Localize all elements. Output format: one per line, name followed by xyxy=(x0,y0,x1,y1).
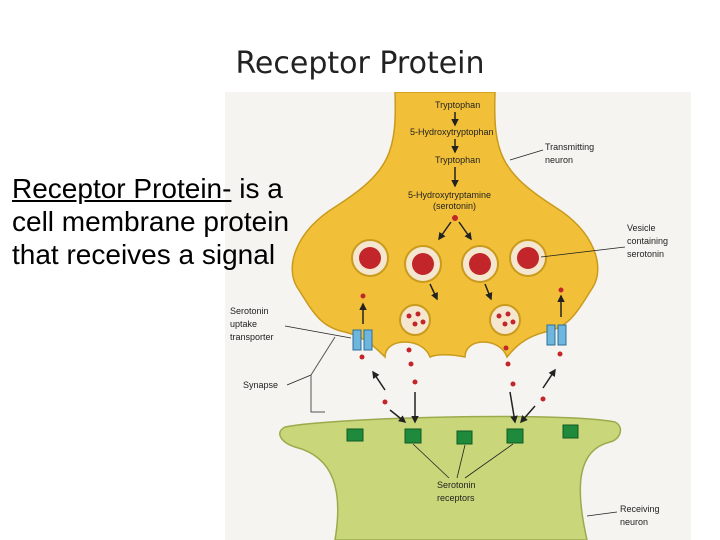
label-transmitting-neuron-1: Transmitting xyxy=(545,142,594,152)
serotonin-receptor xyxy=(404,428,422,444)
serotonin-receptor xyxy=(346,428,364,442)
label-vesicle-3: serotonin xyxy=(627,249,664,259)
slide-title: Receptor Protein xyxy=(235,46,485,81)
transmitting-neuron xyxy=(291,92,599,359)
pathway-step-4: 5-Hydroxytryptamine xyxy=(408,190,491,200)
label-synapse: Synapse xyxy=(243,380,278,390)
vesicle xyxy=(461,245,499,283)
label-vesicle-2: containing xyxy=(627,236,668,246)
label-receptors-2: receptors xyxy=(437,493,475,503)
label-vesicle-1: Vesicle xyxy=(627,223,656,233)
fusing-vesicle xyxy=(489,304,521,336)
serotonin-receptor xyxy=(456,430,473,445)
definition-text: Receptor Protein- is a cell membrane pro… xyxy=(12,172,312,271)
pathway-step-3: Tryptophan xyxy=(435,155,480,165)
label-transmitting-neuron-2: neuron xyxy=(545,155,573,165)
label-receptors-1: Serotonin xyxy=(437,480,476,490)
label-transporter-3: transporter xyxy=(230,332,274,342)
receiving-neuron xyxy=(279,415,622,540)
pathway-step-1: Tryptophan xyxy=(435,100,480,110)
label-transporter-1: Serotonin xyxy=(230,306,269,316)
definition-term: Receptor Protein- xyxy=(12,173,232,204)
vesicle xyxy=(351,239,389,277)
fusing-vesicle xyxy=(399,304,431,336)
vesicle xyxy=(509,239,547,277)
vesicle xyxy=(404,245,442,283)
definition-body: is a cell membrane protein that receives… xyxy=(12,173,290,270)
synapse-diagram: Tryptophan 5-Hydroxytryptophan Tryptopha… xyxy=(225,92,691,540)
label-receiving-neuron-2: neuron xyxy=(620,517,648,527)
pathway-step-5: (serotonin) xyxy=(433,201,476,211)
serotonin-receptor xyxy=(506,428,524,444)
label-transporter-2: uptake xyxy=(230,319,257,329)
label-receiving-neuron-1: Receiving xyxy=(620,504,660,514)
uptake-transporter xyxy=(546,324,567,346)
serotonin-receptor xyxy=(562,424,579,439)
uptake-transporter xyxy=(352,329,373,351)
pathway-step-2: 5-Hydroxytryptophan xyxy=(410,127,494,137)
